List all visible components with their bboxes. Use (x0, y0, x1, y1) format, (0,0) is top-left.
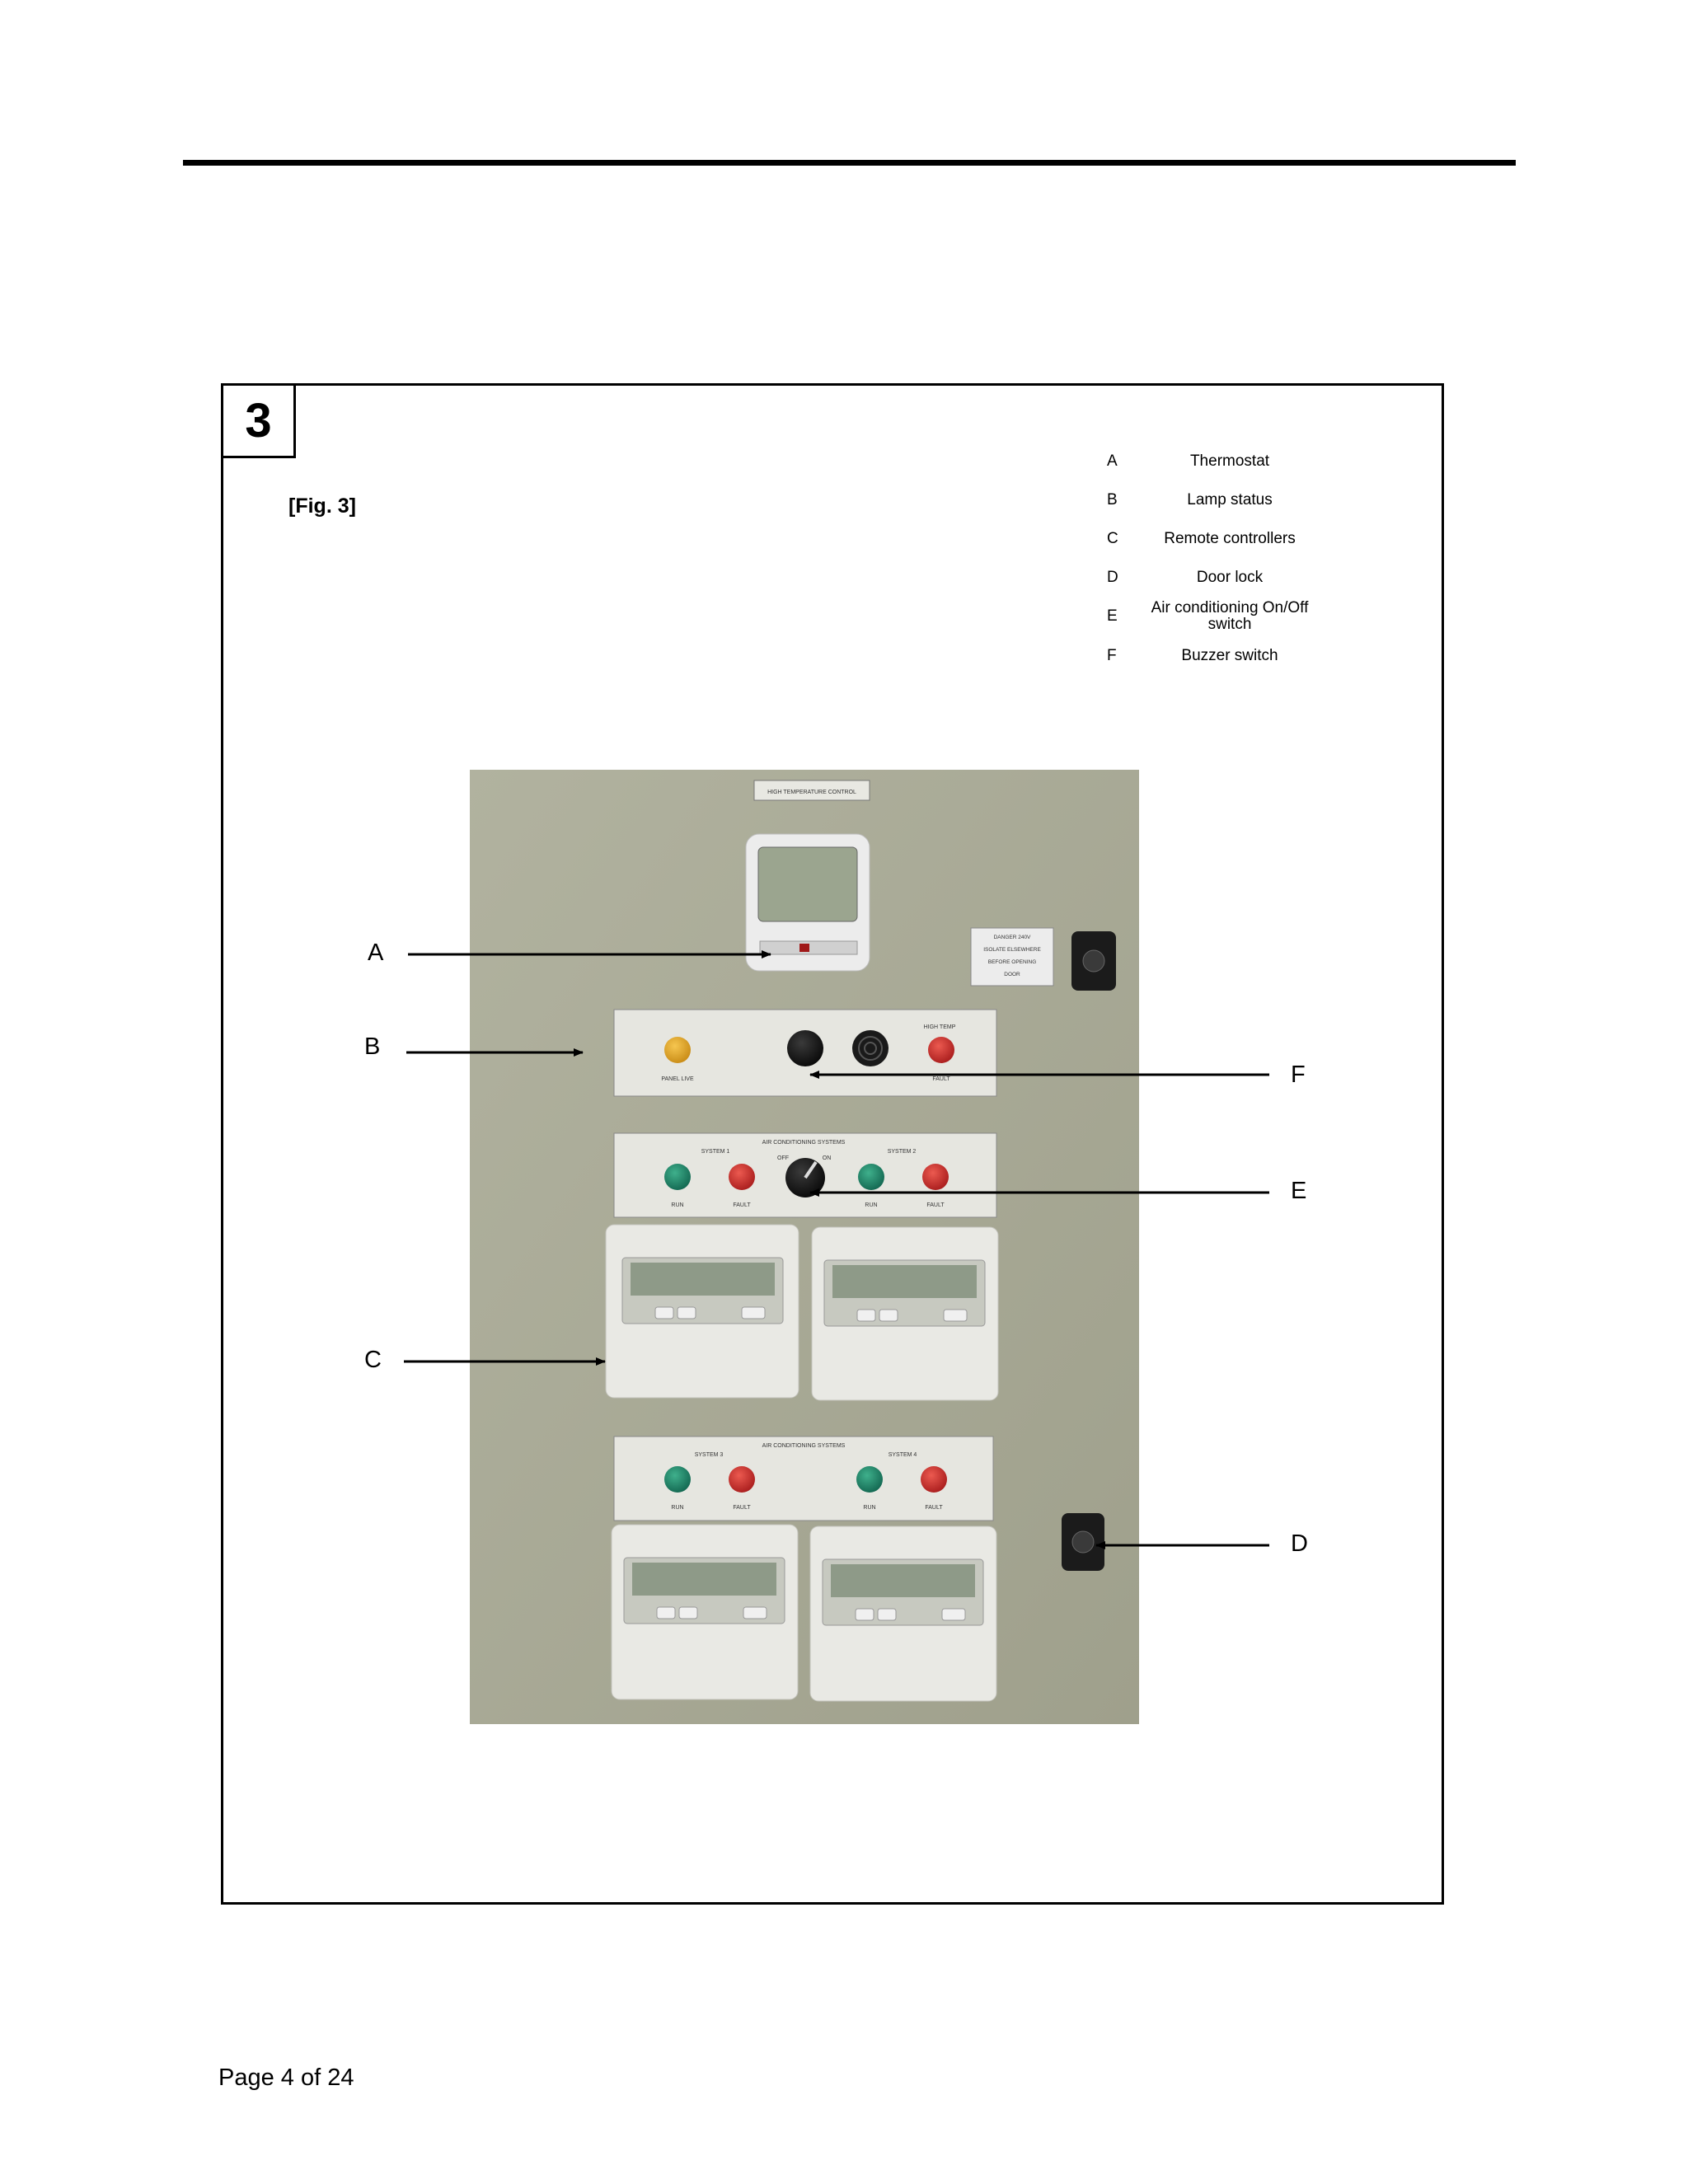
legend-letter: D (1107, 569, 1118, 586)
svg-text:RUN: RUN (863, 1505, 875, 1511)
page-number: Page 4 of 24 (218, 2064, 354, 2091)
legend-letter: F (1107, 647, 1117, 664)
door-warning-sign (970, 927, 1054, 987)
legend-description: Thermostat (1189, 452, 1270, 470)
legend-description: Lamp status (1187, 491, 1273, 509)
callout-a: A (368, 940, 384, 966)
legend-row: A Thermostat (1080, 445, 1442, 478)
system-2-fault-lamp (922, 1164, 949, 1190)
legend-letter: C (1107, 530, 1118, 547)
figure-frame (221, 383, 1444, 1905)
legend-description: Remote controllers (1164, 530, 1296, 547)
callout-d: D (1291, 1530, 1308, 1557)
remote-controller-4[interactable] (809, 1526, 997, 1702)
remote-controller-2[interactable] (811, 1226, 999, 1401)
system-1-run-lamp (664, 1164, 691, 1190)
control-panel-photo: HIGH TEMPERATURE CONTROL DANGER 240V ISO… (470, 770, 1139, 1724)
legend-description: Door lock (1196, 569, 1264, 586)
svg-text:SYSTEM 3: SYSTEM 3 (695, 1452, 724, 1458)
svg-text:ON: ON (823, 1155, 832, 1161)
svg-text:SYSTEM 4: SYSTEM 4 (889, 1452, 917, 1458)
buzzer-button[interactable] (787, 1030, 823, 1066)
remote-controller-3[interactable] (611, 1524, 799, 1700)
ac-panel-systems-3-4: AIR CONDITIONING SYSTEMS SYSTEM 3 SYSTEM… (613, 1436, 994, 1521)
buzzer (852, 1030, 889, 1066)
svg-text:HIGH TEMP: HIGH TEMP (924, 1024, 956, 1030)
system-1-fault-lamp (729, 1164, 755, 1190)
svg-text:AIR CONDITIONING SYSTEMS: AIR CONDITIONING SYSTEMS (762, 1140, 846, 1146)
svg-text:FAULT: FAULT (925, 1505, 943, 1511)
svg-text:FAULT: FAULT (932, 1076, 950, 1082)
svg-text:RUN: RUN (865, 1202, 877, 1208)
svg-text:FAULT: FAULT (733, 1505, 751, 1511)
legend-description: Air conditioning On/Off switch (1151, 599, 1309, 633)
svg-text:AIR CONDITIONING SYSTEMS: AIR CONDITIONING SYSTEMS (762, 1443, 846, 1449)
legend-row: E Air conditioning On/Off switch (1080, 600, 1442, 633)
svg-text:RUN: RUN (671, 1505, 683, 1511)
figure-caption: [Fig. 3] (288, 494, 356, 518)
legend-row: D Door lock (1080, 561, 1442, 594)
callout-f: F (1291, 1062, 1306, 1088)
ac-panel-systems-1-2: AIR CONDITIONING SYSTEMS SYSTEM 1 SYSTEM… (613, 1132, 997, 1218)
lamp-status-panel: PANEL LIVE HIGH TEMP FAULT (613, 1009, 997, 1097)
svg-text:PANEL LIVE: PANEL LIVE (661, 1076, 694, 1082)
legend-row: F Buzzer switch (1080, 640, 1442, 673)
high-temp-fault-lamp (928, 1037, 954, 1063)
legend-letter: B (1107, 491, 1118, 509)
svg-text:DOOR: DOOR (1004, 972, 1020, 977)
sign-high-temperature-text: HIGH TEMPERATURE CONTROL (767, 790, 856, 795)
step-number: 3 (245, 394, 272, 448)
system-3-run-lamp (664, 1466, 691, 1493)
svg-text:ISOLATE ELSEWHERE: ISOLATE ELSEWHERE (983, 947, 1041, 953)
legend-letter: E (1107, 607, 1118, 625)
system-4-run-lamp (856, 1466, 883, 1493)
svg-text:BEFORE OPENING: BEFORE OPENING (988, 959, 1037, 965)
system-4-fault-lamp (921, 1466, 947, 1493)
system-3-fault-lamp (729, 1466, 755, 1493)
step-number-box: 3 (221, 383, 296, 458)
svg-text:SYSTEM 2: SYSTEM 2 (888, 1149, 917, 1155)
svg-text:OFF: OFF (777, 1155, 789, 1161)
svg-text:SYSTEM 1: SYSTEM 1 (701, 1149, 730, 1155)
legend-letter: A (1107, 452, 1118, 470)
panel-live-lamp (664, 1037, 691, 1063)
thermostat[interactable] (745, 833, 870, 972)
svg-text:RUN: RUN (671, 1202, 683, 1208)
svg-text:FAULT: FAULT (926, 1202, 945, 1208)
door-warning-sign-text: DANGER 240V (994, 935, 1031, 940)
legend-row: B Lamp status (1080, 484, 1442, 517)
remote-controller-1[interactable] (605, 1224, 799, 1399)
callout-b: B (364, 1033, 381, 1060)
callout-e: E (1291, 1178, 1307, 1204)
callout-c: C (364, 1347, 382, 1373)
legend-row: C Remote controllers (1080, 523, 1442, 555)
system-2-run-lamp (858, 1164, 884, 1190)
svg-text:FAULT: FAULT (733, 1202, 751, 1208)
header-rule (183, 160, 1516, 166)
sign-high-temperature (753, 780, 870, 801)
legend-description: Buzzer switch (1181, 647, 1278, 664)
